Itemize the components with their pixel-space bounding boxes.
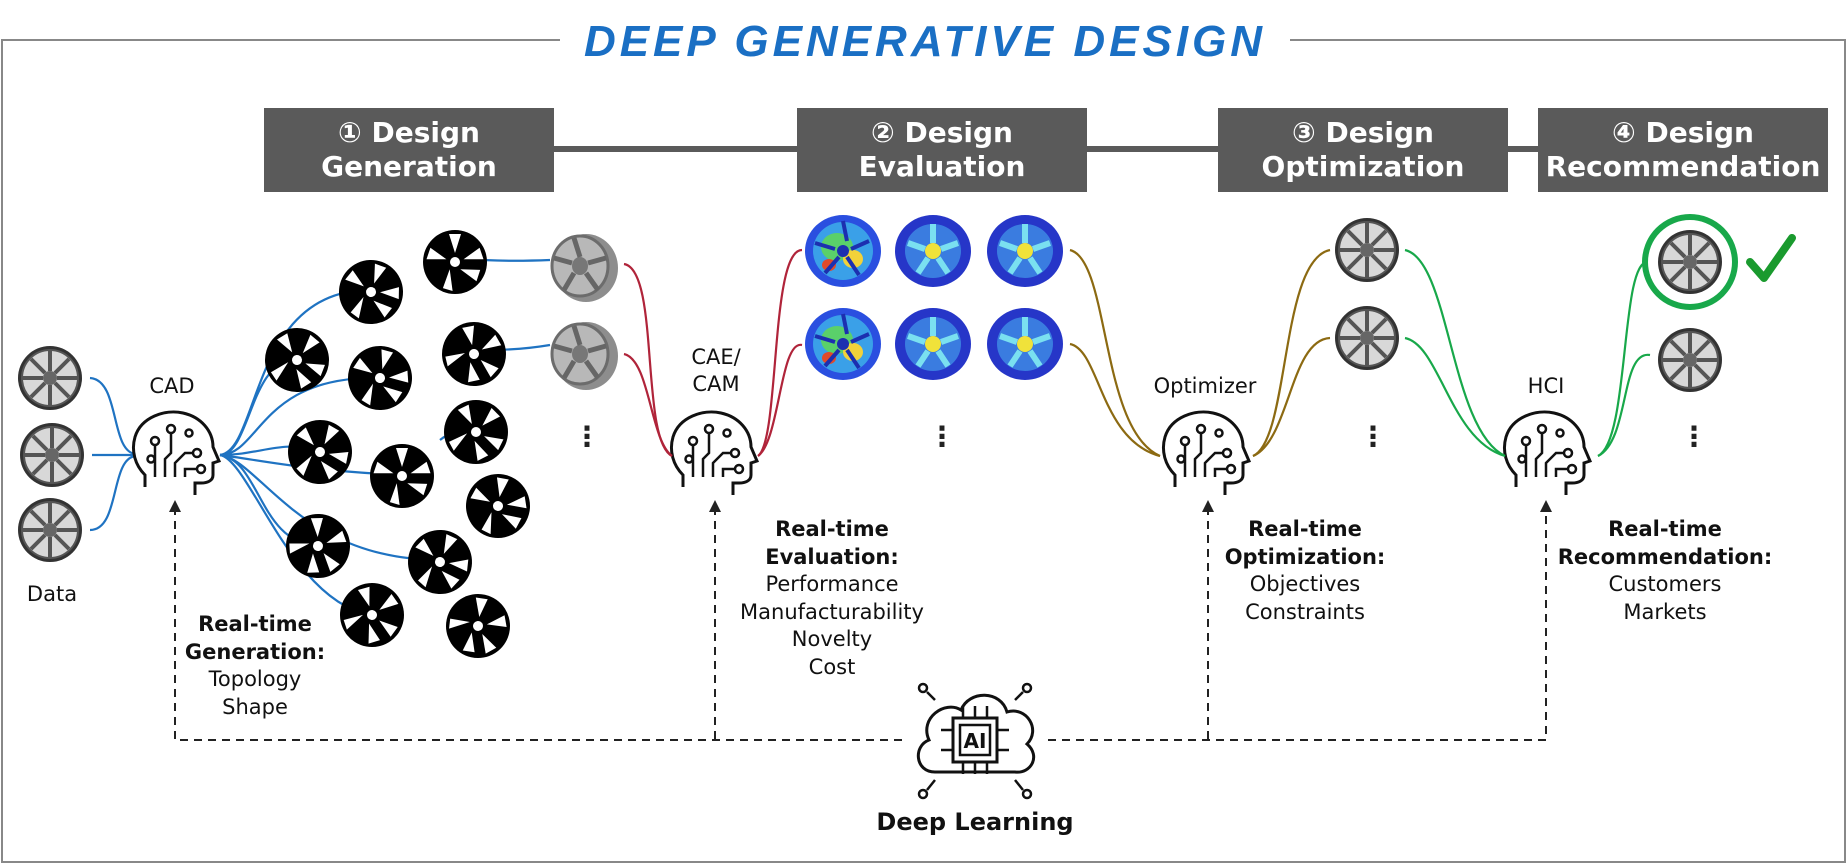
hci-label: HCI: [1527, 374, 1565, 398]
evaluation-description: Real-time Evaluation: Performance Manufa…: [722, 516, 942, 681]
optimization-description: Real-time Optimization: Objectives Const…: [1210, 516, 1400, 626]
stage-connector: [1505, 146, 1540, 152]
ai-chip-text: AI: [964, 729, 987, 753]
cae-label-line1: CAE/: [691, 345, 741, 369]
ellipsis: ⋮: [573, 420, 601, 453]
topology-wheel: [430, 386, 522, 478]
stage-number: ①: [338, 116, 362, 149]
stage-line1: Design: [1325, 116, 1434, 149]
topology-wheel: [329, 250, 413, 334]
data-wheel: [18, 421, 86, 489]
stress-wheel: [803, 306, 883, 382]
rendered-wheel: [552, 322, 618, 390]
desc-item: Cost: [808, 654, 856, 679]
optimizer-label: Optimizer: [1153, 374, 1257, 398]
stress-wheel: [987, 308, 1063, 380]
data-to-cad-links: [89, 376, 136, 532]
desc-heading: Optimization:: [1224, 544, 1386, 569]
frame-border: [1, 39, 1846, 863]
optimized-wheel: [1333, 216, 1401, 284]
desc-heading: Real-time: [1248, 517, 1362, 541]
optimization-to-hci-links: [1404, 248, 1651, 458]
ellipsis: ⋮: [928, 420, 956, 453]
topology-wheel: [430, 310, 518, 398]
rendered-wheel: [552, 234, 618, 302]
data-wheel: [16, 344, 84, 412]
stress-wheel: [895, 215, 971, 287]
ai-chip-icon: AI: [907, 678, 1043, 802]
topology-wheel: [440, 588, 516, 664]
stage-number: ③: [1292, 116, 1316, 149]
cae-label-line2: CAM: [692, 372, 740, 396]
alternative-wheel: [1656, 326, 1724, 394]
cad-brain-icon: [131, 410, 221, 497]
desc-heading: Real-time: [775, 517, 889, 541]
ellipsis: ⋮: [1680, 420, 1708, 453]
recommended-wheel-highlight: [1642, 214, 1738, 310]
desc-item: Performance: [765, 572, 899, 596]
recommended-wheel: [1656, 228, 1724, 296]
stage-line1: Design: [904, 116, 1013, 149]
desc-item: Topology: [208, 667, 302, 691]
generation-description: Real-time Generation: Topology Shape: [180, 611, 330, 721]
stage-line2: Evaluation: [858, 150, 1026, 183]
evaluation-to-optimizer-links: [1069, 248, 1331, 458]
topology-wheel: [276, 408, 364, 496]
recommendation-description: Real-time Recommendation: Customers Mark…: [1555, 516, 1775, 626]
deep-learning-label: Deep Learning: [876, 808, 1074, 836]
topology-wheel: [251, 314, 343, 406]
stage-number: ④: [1612, 116, 1636, 149]
stage-line1: Design: [371, 116, 480, 149]
stage-connector: [1085, 146, 1220, 152]
desc-item: Constraints: [1245, 599, 1365, 624]
stress-wheel: [987, 215, 1063, 287]
checkmark-icon: [1746, 234, 1796, 282]
diagram-title: DEEP GENERATIVE DESIGN: [560, 14, 1290, 70]
stage-line2: Recommendation: [1545, 150, 1821, 183]
desc-heading: Evaluation:: [765, 544, 899, 569]
deep-learning-feedback-links: [174, 507, 1547, 741]
desc-item: Markets: [1623, 599, 1707, 624]
desc-heading: Recommendation:: [1557, 544, 1773, 569]
desc-heading: Real-time: [1608, 517, 1722, 541]
cae-brain-icon: [669, 410, 759, 497]
ellipsis: ⋮: [1359, 420, 1387, 453]
topology-wheel: [276, 504, 360, 588]
arrowheads: [169, 500, 1552, 512]
data-wheel: [16, 496, 84, 564]
stage-line1: Design: [1645, 116, 1754, 149]
desc-item: Customers: [1608, 572, 1722, 596]
desc-item: Novelty: [791, 627, 873, 651]
stage-design-evaluation: ② Design Evaluation: [797, 108, 1087, 192]
topology-wheel: [340, 338, 420, 418]
desc-heading: Generation:: [184, 639, 326, 664]
topology-wheel: [460, 468, 536, 544]
topology-wheel: [327, 570, 417, 660]
stress-wheel: [895, 308, 971, 380]
stress-wheel: [803, 213, 883, 289]
stage-connector: [550, 146, 800, 152]
cae-label: CAE/ CAM: [676, 344, 756, 398]
desc-item: Manufacturability: [740, 599, 924, 624]
stage-number: ②: [871, 116, 895, 149]
desc-item: Objectives: [1249, 572, 1361, 596]
topology-wheel: [423, 230, 487, 294]
hci-brain-icon: [1502, 410, 1592, 497]
topology-wheel: [370, 444, 434, 508]
desc-item: Shape: [222, 694, 288, 719]
generation-to-cae-links: [623, 248, 803, 457]
cad-label: CAD: [149, 374, 195, 398]
stage-design-generation: ① Design Generation: [264, 108, 554, 192]
topology-wheel: [397, 519, 483, 605]
data-label: Data: [26, 582, 78, 606]
desc-heading: Real-time: [198, 612, 312, 636]
stage-line2: Optimization: [1261, 150, 1465, 183]
optimizer-brain-icon: [1161, 410, 1251, 497]
stage-design-optimization: ③ Design Optimization: [1218, 108, 1508, 192]
stage-line2: Generation: [321, 150, 497, 183]
stage-design-recommendation: ④ Design Recommendation: [1538, 108, 1828, 192]
optimized-wheel: [1333, 304, 1401, 372]
